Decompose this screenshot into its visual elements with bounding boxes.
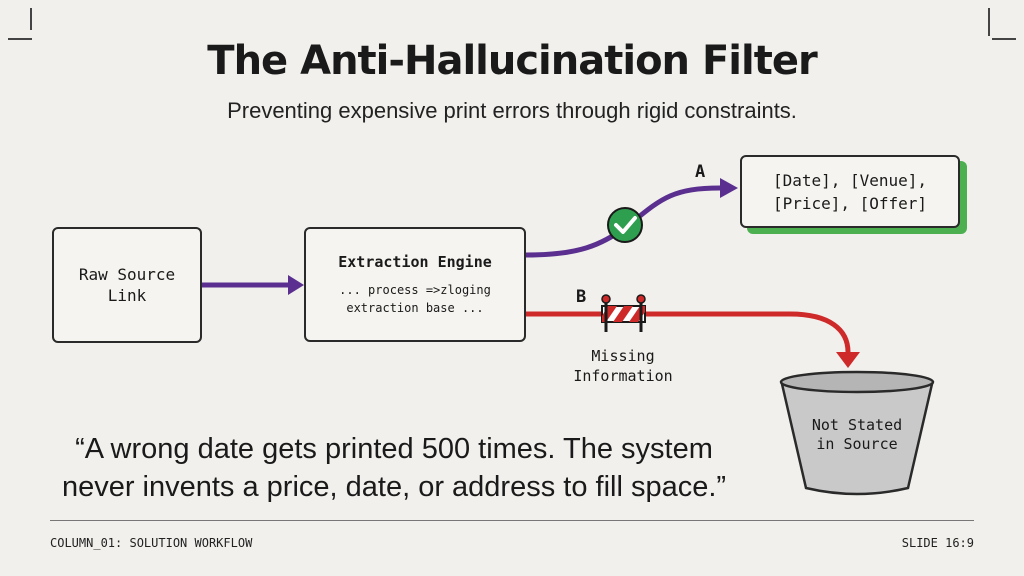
footer-right: SLIDE 16:9 (901, 536, 974, 550)
bucket-line-2: in Source (816, 435, 898, 453)
quote-line-1: “A wrong date gets printed 500 times. Th… (75, 433, 713, 465)
engine-title: Extraction Engine (338, 252, 492, 271)
path-a-arrow-head (720, 178, 738, 198)
footer-left: COLUMN_01: SOLUTION WORKFLOW (50, 536, 253, 550)
engine-line-2: extraction base ... (346, 300, 484, 315)
raw-source-node: Raw Source Link (52, 227, 202, 343)
slide-title: The Anti-Hallucination Filter (207, 38, 817, 84)
corner-top-right (988, 8, 1012, 36)
missing-information-label: Missing Information (556, 346, 690, 386)
quote-line-2: never invents a price, date, or address … (61, 471, 727, 503)
path-a-label: A (695, 162, 706, 182)
bucket-line-1: Not Stated (811, 416, 903, 434)
corner-top-right-h (992, 8, 1016, 40)
output-line-1: [Date], [Venue], (772, 170, 928, 190)
path-b-line (526, 311, 851, 353)
output-fields-node: [Date], [Venue], [Price], [Offer] (740, 155, 960, 228)
engine-line-1: ... process =>zloging (339, 282, 491, 297)
footer-divider (50, 520, 974, 521)
raw-source-label-1: Raw Source (78, 265, 176, 284)
corner-top-left (8, 8, 32, 30)
missing-line-1: Missing (591, 347, 655, 365)
path-b-arrow-head (836, 352, 860, 368)
quote-block: “A wrong date gets printed 500 times. Th… (34, 430, 754, 506)
input-arrow-head (288, 275, 304, 295)
bucket-label: Not Stated in Source (790, 416, 924, 454)
path-b-label: B (576, 287, 587, 307)
check-icon (607, 207, 643, 243)
missing-line-2: Information (573, 367, 673, 385)
extraction-engine-node: Extraction Engine ... process =>zloging … (304, 227, 526, 342)
bucket-icon (779, 370, 935, 496)
output-line-2: [Price], [Offer] (772, 193, 928, 213)
raw-source-label-2: Link (107, 286, 147, 305)
slide-subtitle: Preventing expensive print errors throug… (227, 98, 797, 123)
corner-top-left-h (8, 8, 32, 40)
barrier-icon (601, 294, 646, 332)
